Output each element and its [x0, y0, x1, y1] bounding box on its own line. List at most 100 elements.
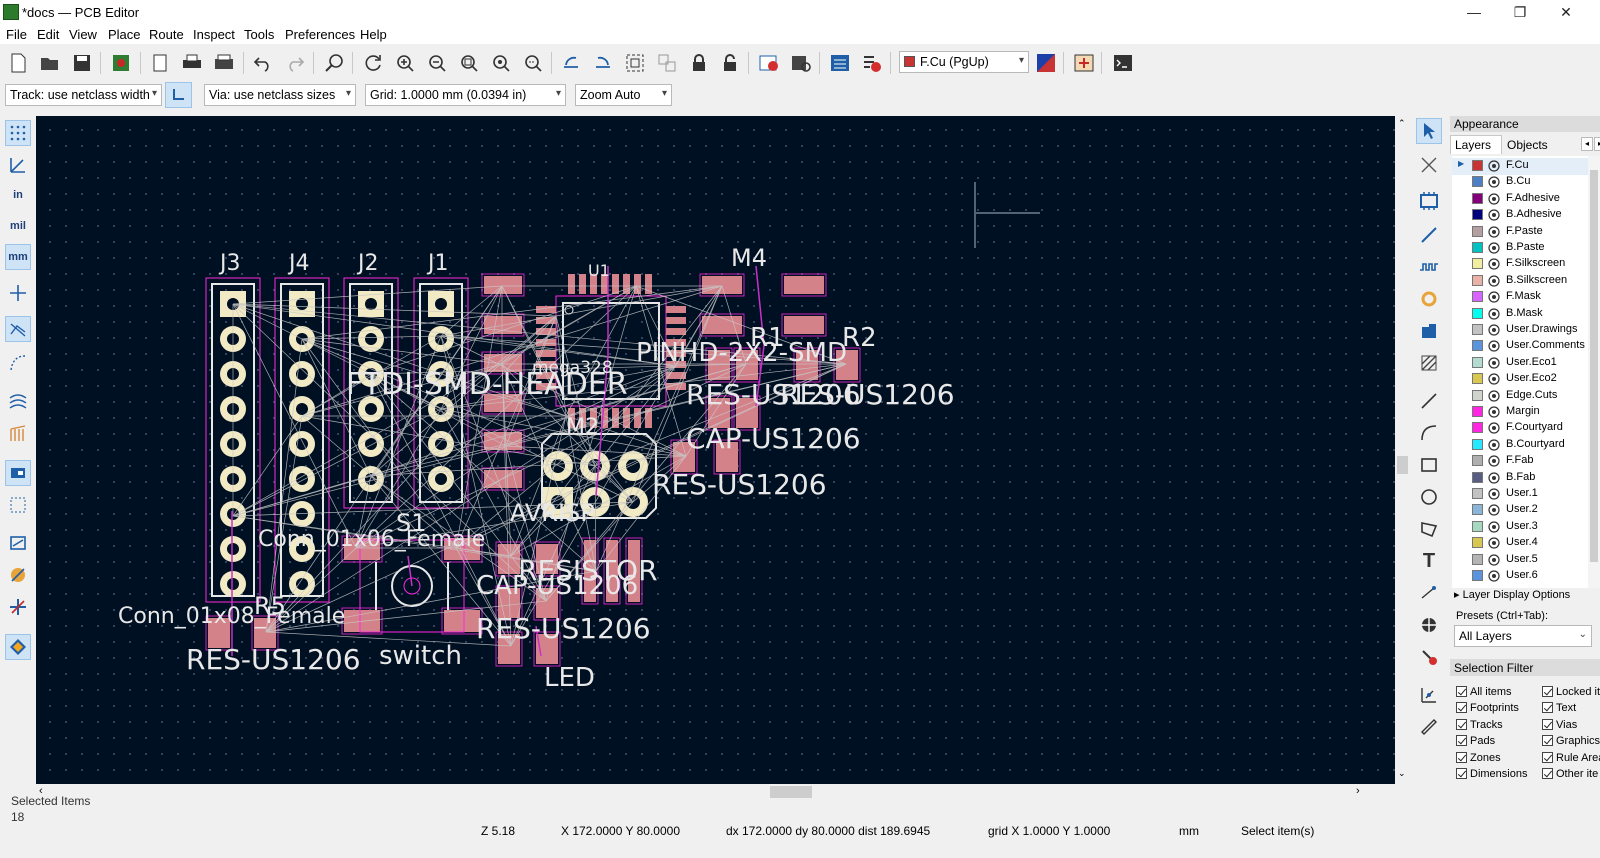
scroll-down-icon[interactable]: ⌄: [1398, 768, 1406, 778]
layer-color-swatch[interactable]: [1472, 373, 1483, 385]
layer-list-scrollbar[interactable]: [1588, 156, 1600, 588]
maximize-button[interactable]: ❐: [1513, 4, 1527, 20]
rule-area-icon[interactable]: [1416, 350, 1442, 376]
page-settings-icon[interactable]: [147, 50, 173, 76]
track-fill-icon[interactable]: [5, 530, 31, 556]
filter-checkbox[interactable]: Graphics: [1542, 735, 1600, 747]
presets-select[interactable]: All Layers⌄: [1454, 625, 1592, 647]
chip-pad[interactable]: [666, 350, 686, 357]
route-track-icon[interactable]: [1416, 222, 1442, 248]
filter-checkbox[interactable]: Text: [1542, 702, 1576, 714]
close-button[interactable]: ✕: [1560, 4, 1572, 20]
chip-pad[interactable]: [601, 274, 608, 294]
layer-row[interactable]: B.Cu: [1452, 174, 1600, 191]
zoom-out-icon[interactable]: [424, 50, 450, 76]
add-text-icon[interactable]: T: [1422, 549, 1436, 572]
layer-color-swatch[interactable]: [1472, 406, 1483, 417]
chip-pad[interactable]: [634, 274, 641, 294]
layer-color-swatch[interactable]: [1472, 225, 1483, 237]
router-icon[interactable]: [1071, 50, 1097, 76]
smd-pad[interactable]: [484, 276, 522, 294]
filter-checkbox[interactable]: Dimensions: [1456, 768, 1527, 780]
scroll-left-icon[interactable]: ‹: [39, 785, 43, 797]
layer-row[interactable]: User.6: [1452, 568, 1600, 585]
layer-row[interactable]: F.Mask: [1452, 289, 1600, 306]
filter-checkbox[interactable]: Locked it: [1542, 686, 1600, 698]
lock-icon[interactable]: [686, 50, 712, 76]
eye-icon[interactable]: [1488, 324, 1500, 336]
eye-icon[interactable]: [1488, 504, 1500, 516]
add-via-icon[interactable]: [1416, 286, 1442, 312]
checkbox-checked-icon[interactable]: [1456, 702, 1467, 714]
zone-display-icon[interactable]: [5, 388, 31, 414]
checkbox-checked-icon[interactable]: [1456, 751, 1467, 763]
layer-color-swatch[interactable]: [1472, 242, 1483, 253]
layer-select[interactable]: F.Cu (PgUp)▾: [899, 51, 1029, 73]
zoom-selection-icon[interactable]: [520, 50, 546, 76]
layer-row[interactable]: B.Paste: [1452, 240, 1600, 257]
chip-pad[interactable]: [623, 274, 630, 294]
filter-checkbox[interactable]: Tracks: [1456, 718, 1503, 731]
group-icon[interactable]: [622, 50, 648, 76]
cursor-shape-icon[interactable]: [5, 280, 31, 306]
smd-pad[interactable]: [344, 610, 380, 632]
pcb-canvas[interactable]: J3 J4 J2 J1 M4 R1 R2 U1 S1 R5 M2 FTDI-SM…: [36, 116, 1395, 784]
layer-color-swatch[interactable]: [1472, 553, 1483, 565]
layers-manager-icon[interactable]: [5, 634, 31, 660]
chip-pad[interactable]: [536, 350, 556, 357]
smd-pad[interactable]: [836, 350, 858, 380]
layer-row[interactable]: B.Mask: [1452, 306, 1600, 323]
refresh-icon[interactable]: [360, 50, 386, 76]
redo-icon[interactable]: [282, 50, 308, 76]
undo-icon[interactable]: [250, 50, 276, 76]
smd-pad[interactable]: [484, 432, 522, 450]
add-zone-icon[interactable]: [1416, 318, 1442, 344]
checkbox-checked-icon[interactable]: [1456, 768, 1467, 779]
grid-toggle-icon[interactable]: [5, 120, 31, 146]
layer-row[interactable]: Margin: [1452, 404, 1600, 421]
layer-row[interactable]: User.Drawings: [1452, 322, 1600, 339]
eye-icon[interactable]: [1488, 488, 1500, 500]
smd-pad[interactable]: [784, 316, 824, 334]
layer-row[interactable]: F.Fab: [1452, 453, 1600, 470]
smd-pad[interactable]: [444, 610, 480, 632]
chip-pad[interactable]: [666, 339, 686, 346]
smd-pad[interactable]: [702, 316, 742, 334]
filter-checkbox[interactable]: Footprints: [1456, 702, 1519, 714]
eye-icon[interactable]: [1488, 455, 1500, 467]
eye-icon[interactable]: [1488, 209, 1500, 221]
layer-color-swatch[interactable]: [1472, 570, 1483, 581]
smd-pad[interactable]: [606, 540, 618, 602]
chip-pad[interactable]: [666, 328, 686, 335]
layer-display-options[interactable]: ▸ Layer Display Options: [1454, 588, 1570, 601]
layer-color-swatch[interactable]: [1472, 176, 1483, 188]
zoom-fit-icon[interactable]: [456, 50, 482, 76]
menu-inspect[interactable]: Inspect: [193, 27, 235, 42]
smd-pad[interactable]: [716, 442, 738, 472]
header-m2[interactable]: [541, 433, 657, 519]
checkbox-checked-icon[interactable]: [1456, 735, 1467, 747]
new-board-icon[interactable]: [5, 50, 31, 76]
smd-pad[interactable]: [784, 276, 824, 294]
units-mils-button[interactable]: mil: [10, 220, 26, 232]
eye-icon[interactable]: [1488, 242, 1500, 254]
smd-pad[interactable]: [498, 588, 520, 618]
eye-icon[interactable]: [1488, 439, 1500, 451]
tab-objects[interactable]: Objects: [1507, 138, 1548, 152]
chip-pad[interactable]: [536, 317, 556, 324]
delete-tool-icon[interactable]: [1416, 644, 1442, 670]
filter-checkbox[interactable]: Zones: [1456, 751, 1501, 764]
smd-pad[interactable]: [536, 634, 558, 664]
rotate-cw-icon[interactable]: [590, 50, 616, 76]
layer-row[interactable]: Edge.Cuts: [1452, 388, 1600, 405]
zone-outline-icon[interactable]: [5, 420, 31, 446]
units-mm-button[interactable]: mm: [5, 244, 31, 270]
filter-checkbox[interactable]: All items: [1456, 686, 1512, 698]
select-tool-icon[interactable]: [1416, 118, 1442, 144]
filter-checkbox[interactable]: Pads: [1456, 735, 1495, 747]
chip-pad[interactable]: [645, 408, 652, 428]
menu-file[interactable]: File: [6, 27, 27, 42]
tune-length-icon[interactable]: [1416, 254, 1442, 280]
eye-icon[interactable]: [1488, 389, 1500, 402]
minimize-button[interactable]: —: [1467, 4, 1481, 20]
